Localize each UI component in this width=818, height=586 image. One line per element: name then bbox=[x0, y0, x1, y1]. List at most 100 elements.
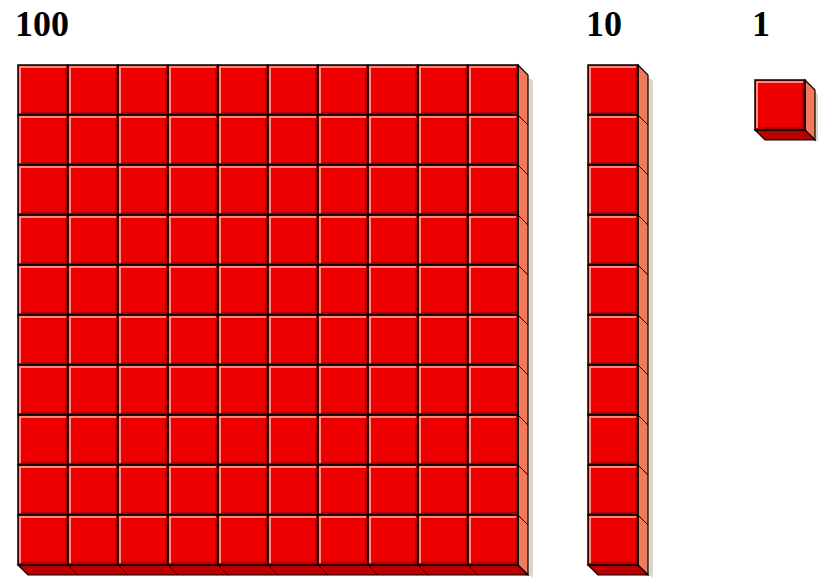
cell-highlight bbox=[370, 467, 416, 513]
cell-highlight bbox=[420, 167, 466, 213]
cell-highlight bbox=[270, 467, 316, 513]
unit-cell bbox=[368, 265, 418, 315]
cell-highlight bbox=[370, 217, 416, 263]
cell-edge bbox=[518, 465, 528, 475]
cell-highlight bbox=[320, 367, 366, 413]
cell-highlight bbox=[270, 217, 316, 263]
cell-edge bbox=[168, 565, 178, 575]
cell-shade bbox=[121, 418, 166, 463]
cell-shade bbox=[421, 318, 466, 363]
cell-edge bbox=[638, 315, 648, 325]
cell-highlight bbox=[370, 267, 416, 313]
unit-cell bbox=[18, 465, 68, 515]
cell-highlight bbox=[320, 117, 366, 163]
block-side bbox=[638, 65, 648, 575]
cell-shade bbox=[321, 168, 366, 213]
cell-shade bbox=[421, 468, 466, 513]
cell-highlight bbox=[320, 467, 366, 513]
cell-shade bbox=[321, 468, 366, 513]
unit-cell bbox=[418, 215, 468, 265]
cell-shade bbox=[221, 268, 266, 313]
unit-cell bbox=[18, 215, 68, 265]
cell-shade bbox=[21, 518, 66, 563]
unit-cell bbox=[68, 315, 118, 365]
cell-highlight bbox=[590, 117, 636, 163]
unit-cell bbox=[318, 465, 368, 515]
unit-cell bbox=[368, 315, 418, 365]
unit-cell bbox=[588, 215, 638, 265]
cell-highlight bbox=[470, 517, 516, 563]
unit-cell bbox=[118, 215, 168, 265]
unit-cell bbox=[368, 515, 418, 565]
unit-cell bbox=[588, 165, 638, 215]
cell-shade bbox=[21, 468, 66, 513]
cell-edge bbox=[318, 565, 328, 575]
cell-shade bbox=[221, 218, 266, 263]
unit-cell bbox=[588, 65, 638, 115]
cell-shade bbox=[321, 418, 366, 463]
cell-highlight bbox=[320, 317, 366, 363]
cell-highlight bbox=[20, 367, 66, 413]
cell-shade bbox=[471, 368, 516, 413]
unit-cell bbox=[218, 165, 268, 215]
cell-highlight bbox=[370, 317, 416, 363]
unit-cell bbox=[68, 465, 118, 515]
unit-cell bbox=[468, 515, 518, 565]
unit-cell bbox=[118, 315, 168, 365]
cell-highlight bbox=[120, 467, 166, 513]
cell-highlight bbox=[590, 217, 636, 263]
cell-shade bbox=[321, 318, 366, 363]
cell-highlight bbox=[70, 467, 116, 513]
cell-highlight bbox=[590, 367, 636, 413]
unit-cell bbox=[418, 365, 468, 415]
cell-highlight bbox=[220, 67, 266, 113]
cell-shade bbox=[421, 268, 466, 313]
cell-shade bbox=[21, 368, 66, 413]
cell-shade bbox=[371, 118, 416, 163]
cell-shade bbox=[121, 518, 166, 563]
cell-highlight bbox=[70, 167, 116, 213]
unit-cell bbox=[268, 515, 318, 565]
cell-edge bbox=[518, 165, 528, 175]
cell-shade bbox=[421, 218, 466, 263]
unit-cell bbox=[418, 115, 468, 165]
value-label: 10 bbox=[586, 4, 622, 44]
cell-highlight bbox=[70, 367, 116, 413]
cell-highlight bbox=[320, 217, 366, 263]
cell-highlight bbox=[270, 117, 316, 163]
unit-cell bbox=[268, 465, 318, 515]
value-label: 1 bbox=[752, 4, 770, 44]
unit-cell bbox=[588, 465, 638, 515]
cell-highlight bbox=[70, 417, 116, 463]
cell-shade bbox=[421, 368, 466, 413]
cell-highlight bbox=[120, 517, 166, 563]
cell-highlight bbox=[370, 367, 416, 413]
unit-cell bbox=[318, 165, 368, 215]
cell-highlight bbox=[20, 117, 66, 163]
unit-cell bbox=[68, 515, 118, 565]
cell-highlight bbox=[20, 467, 66, 513]
cell-highlight bbox=[220, 317, 266, 363]
unit-cell bbox=[268, 215, 318, 265]
cell-shade bbox=[591, 118, 636, 163]
unit-cell bbox=[68, 265, 118, 315]
cell-shade bbox=[171, 418, 216, 463]
cell-edge bbox=[68, 565, 78, 575]
cell-shade bbox=[321, 218, 366, 263]
unit-cell bbox=[118, 465, 168, 515]
cell-shade bbox=[321, 518, 366, 563]
cell-highlight bbox=[120, 167, 166, 213]
cell-shade bbox=[21, 418, 66, 463]
unit-cell bbox=[368, 165, 418, 215]
block-side bbox=[518, 65, 528, 575]
cell-highlight bbox=[420, 467, 466, 513]
unit-cell bbox=[368, 215, 418, 265]
cell-highlight bbox=[420, 517, 466, 563]
unit-cell bbox=[468, 415, 518, 465]
unit-cell bbox=[168, 215, 218, 265]
unit-cell bbox=[588, 515, 638, 565]
cell-highlight bbox=[170, 367, 216, 413]
cell-shade bbox=[71, 518, 116, 563]
cell-highlight bbox=[170, 267, 216, 313]
cell-highlight bbox=[270, 317, 316, 363]
